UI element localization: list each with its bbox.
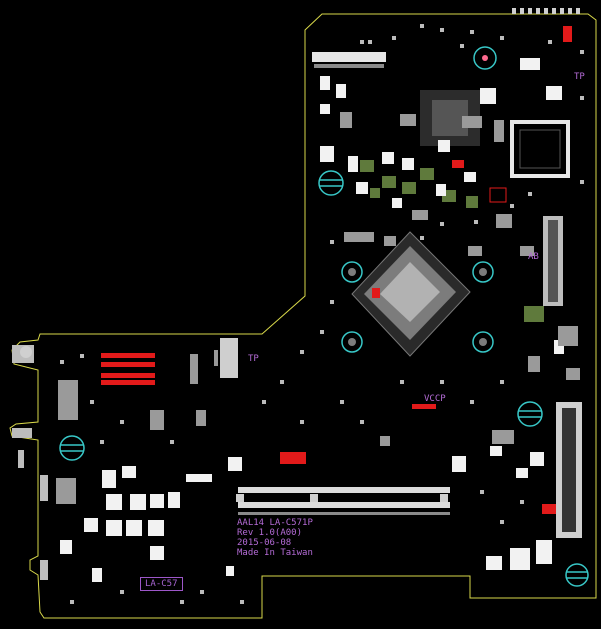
io-rail-2 — [40, 475, 48, 501]
top-header-connector — [312, 52, 386, 68]
mounting-hole-1 — [473, 46, 497, 70]
tp-label-mid: TP — [248, 354, 259, 364]
mid-connector — [214, 338, 238, 378]
mounting-hole-9 — [565, 563, 589, 587]
io-hole-audio — [20, 346, 32, 358]
top-right-pad-row — [512, 8, 580, 14]
tp-label-upper: TP — [574, 72, 585, 82]
mounting-holes — [59, 46, 589, 587]
board-outline — [9, 13, 597, 619]
mounting-hole-4 — [472, 261, 494, 283]
right-vertical-connector — [543, 216, 563, 306]
red-pads — [280, 26, 572, 514]
mounting-hole-7 — [59, 435, 85, 461]
board-part-number: AAL14 LA-C571P — [237, 518, 313, 528]
board-origin: Made In Taiwan — [237, 548, 313, 558]
small-pad-field — [60, 24, 584, 604]
board-revision: Rev 1.0(A00) — [237, 528, 303, 538]
mounting-hole-3 — [341, 261, 363, 283]
connector-tag: VCCP — [424, 394, 446, 404]
board-date: 2015-06-08 — [237, 538, 292, 548]
io-connector-usb — [12, 428, 32, 438]
ab-mark: AB — [528, 252, 539, 262]
memory-red-pads — [101, 353, 155, 385]
right-lower-connector — [556, 402, 582, 538]
mounting-hole-2 — [318, 170, 344, 196]
mounting-hole-6 — [472, 331, 494, 353]
white-pads — [60, 58, 564, 582]
ic-outline-upper-right — [510, 120, 570, 178]
mounting-hole-8 — [517, 401, 543, 427]
cpu-bga-zone — [351, 231, 471, 357]
dimm-slot-lower — [236, 487, 450, 515]
mounting-hole-5 — [341, 331, 363, 353]
io-rail-3 — [40, 560, 48, 580]
left-io-connectors — [12, 345, 48, 580]
io-rail-1 — [18, 450, 24, 468]
green-pads — [360, 58, 544, 322]
model-box-label: LA-C57 — [140, 577, 183, 591]
gray-pads — [56, 112, 580, 504]
